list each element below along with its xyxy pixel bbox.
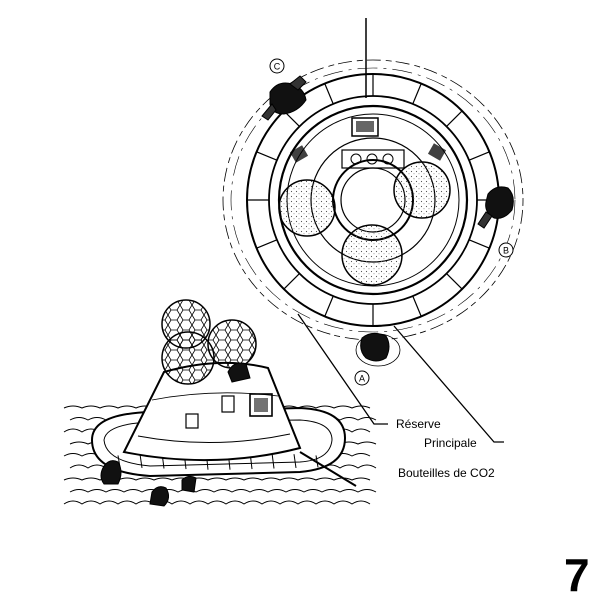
side-balloon-2 — [207, 319, 257, 369]
swimmers-water — [100, 460, 197, 507]
side-view-capsule — [63, 299, 377, 505]
uprighting-balloon-left — [278, 179, 336, 237]
leader-principale — [393, 325, 504, 443]
swimmer-c — [261, 75, 307, 121]
capsule-outer-ring — [277, 104, 469, 296]
hatch-panel — [341, 149, 405, 169]
swimmer-a — [355, 332, 401, 367]
label-bouteilles: Bouteilles de CO2 — [398, 466, 495, 480]
leader-reserve — [297, 313, 388, 425]
hatch-window — [351, 117, 379, 137]
side-balloon-3 — [161, 331, 215, 385]
marker-a: A — [354, 370, 370, 386]
crew-top — [227, 362, 251, 383]
uprighting-balloon-right — [393, 161, 451, 219]
uprighting-balloon-bottom — [341, 224, 403, 286]
svg-text:C: C — [274, 62, 281, 72]
side-window-left — [185, 413, 199, 429]
capsule-cone — [122, 361, 302, 462]
top-view-capsule — [222, 18, 524, 341]
label-principale: Principale — [424, 436, 477, 450]
label-reserve: Réserve — [396, 417, 441, 431]
marker-c: C — [269, 58, 285, 74]
side-window-mid — [221, 395, 235, 413]
svg-text:A: A — [359, 374, 365, 384]
side-hatch — [249, 393, 273, 417]
leader-lines — [297, 313, 504, 443]
water-ripple-inner — [230, 67, 516, 333]
marker-b: B — [498, 242, 514, 258]
page-number: 7 — [564, 549, 590, 601]
water-ripple-outer — [222, 59, 524, 341]
collar-segments — [247, 74, 499, 326]
swimmer-b — [477, 186, 514, 229]
tether-line — [299, 451, 357, 487]
svg-text:B: B — [503, 246, 509, 256]
